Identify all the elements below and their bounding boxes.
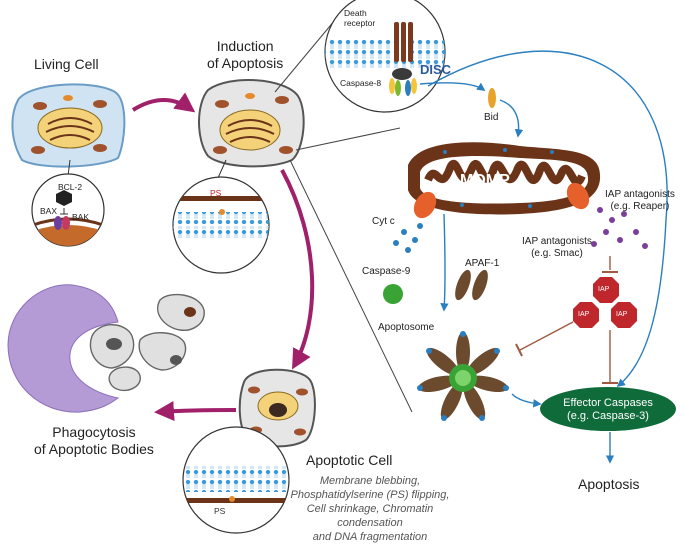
induction-title-line1: Induction [216,38,274,54]
arrow-disc-to-bid [419,82,486,91]
phagocyte [7,284,120,413]
iap-octagon-2 [573,302,599,328]
iap-antagonists-smac-line2: (e.g. Smac) [531,248,583,259]
iap-antagonists-reaper-line2: (e.g. Reaper) [610,201,670,212]
effector-caspases-oval [540,387,676,431]
phagocytosis-title: Phagocytosis of Apoptotic Bodies [34,424,154,458]
death-receptor-label: Death receptor [344,8,375,28]
ps-inset-top [172,176,270,274]
iap-antagonists-smac-line1: IAP antagonists [522,236,592,247]
induction-title-line2: of Apoptosis [207,55,284,71]
disc-label: DISC [420,62,452,77]
arrow-momp-to-apoptosome [440,213,449,312]
ps-top-label: PS [210,188,222,198]
iap-antagonists-smac-label: IAP antagonists (e.g. Smac) [522,236,592,260]
bak-label: BAK [72,212,90,222]
induction-cell [198,79,305,168]
momp-label: MOMP [460,172,510,189]
iap-label-2: IAP [578,311,590,318]
apoptosome [417,331,509,421]
living-cell [11,83,126,168]
iap-inhibits-apoptosome [519,321,574,351]
iap-octagon-3 [611,302,637,328]
note-line4: and DNA fragmentation [312,531,428,543]
apoptosome-label: Apoptosome [378,322,435,333]
iap-octagon-1 [593,277,619,303]
apoptosis-title: Apoptosis [578,476,640,492]
death-receptor-line2: receptor [344,18,376,28]
iap-antagonist-dots [591,207,648,249]
mitochondrion [408,142,601,215]
pore-left [413,191,437,219]
apoptotic-features-note: Membrane blebbing, Phosphatidylserine (P… [285,474,455,544]
pore-right [566,182,590,210]
apaf1-label: APAF-1 [465,258,500,269]
iap-antagonists-reaper-line1: IAP antagonists [605,189,675,200]
ps-inset-bottom [182,426,290,534]
phagocytosis-line1: Phagocytosis [52,424,136,440]
effector-caspases-label: Effector Caspases (e.g. Caspase-3) [548,397,668,423]
arrow-living-to-induction [131,92,196,113]
caspase8-label: Caspase-8 [340,78,382,88]
apaf1-b [472,269,488,301]
bax-label: BAX [40,206,58,216]
phagocytosis-line2: of Apoptotic Bodies [34,441,154,457]
iap-label-3: IAP [616,311,628,318]
bcl2-label: BCL-2 [58,182,83,192]
ps-bottom-label: PS [214,506,226,516]
note-line2: Phosphatidylserine (PS) flipping, [290,489,450,501]
arrow-apoptotic-to-phagocytosis [154,401,237,421]
iap-antagonists-reaper-label: IAP antagonists (e.g. Reaper) [605,189,675,213]
disc-inset [324,0,446,113]
induction-title: Induction of Apoptosis [207,38,283,72]
death-receptor-line1: Death [344,8,367,18]
cytc-label: Cyt c [372,216,395,227]
arrow-bid-to-momp [499,99,524,138]
bcl2-inset [31,173,105,247]
caspase9-sphere [383,284,403,304]
arrow-induction-to-apoptotic [280,169,315,370]
effector-line2: (e.g. Caspase-3) [567,410,649,422]
bid-label: Bid [484,112,499,123]
caspase9-label: Caspase-9 [362,266,411,277]
note-line3: Cell shrinkage, Chromatin condensation [306,503,434,529]
cytc-dots [393,223,423,253]
note-line1: Membrane blebbing, [319,475,421,487]
iap-label-1: IAP [598,286,610,293]
arrow-disc-to-effector [427,50,668,388]
apaf1-a [455,269,471,301]
apoptotic-cell-title: Apoptotic Cell [306,452,393,468]
arrow-apoptosome-to-effector [511,393,542,408]
living-cell-title: Living Cell [34,56,99,72]
bid-protein [488,88,496,108]
apoptotic-bodies [89,293,205,392]
effector-line1: Effector Caspases [563,397,653,409]
apoptotic-cell [238,368,316,448]
